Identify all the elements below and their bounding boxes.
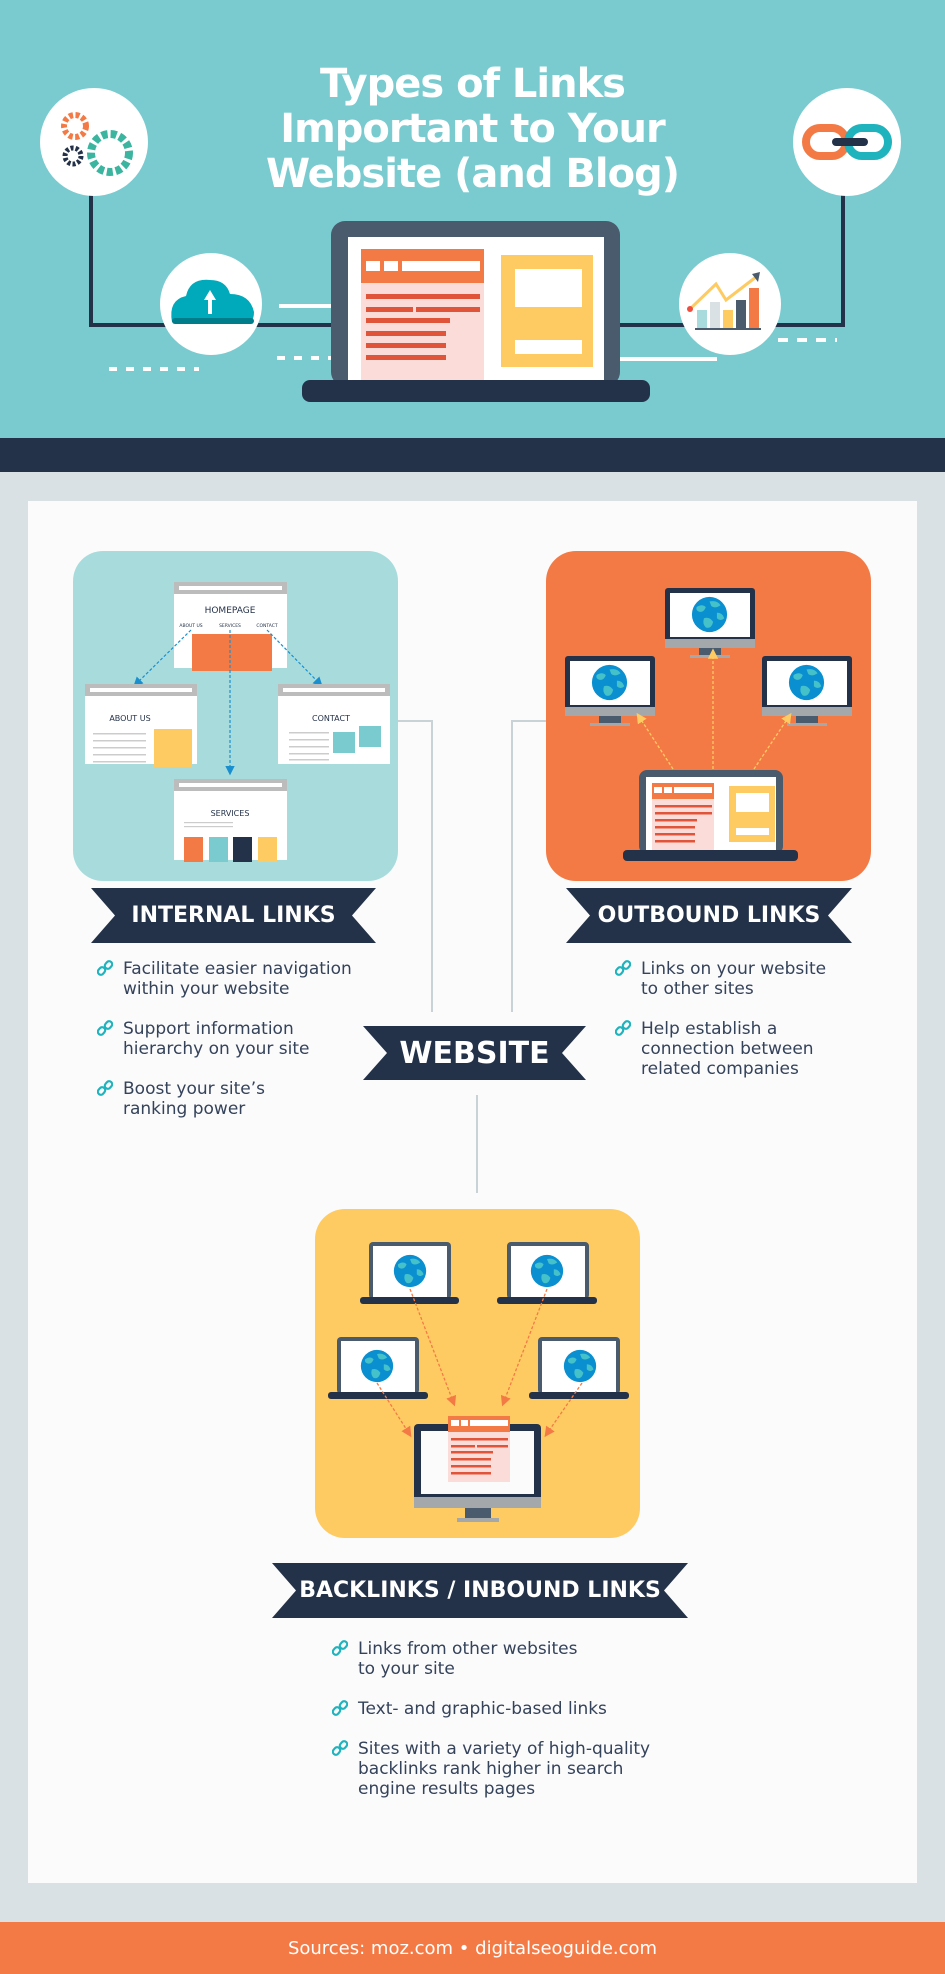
internal-links-banner: INTERNAL LINKS [91, 888, 376, 943]
sources-footer: Sources: moz.com • digitalseoguide.com [0, 1922, 945, 1974]
svg-text:CONTACT: CONTACT [256, 623, 278, 629]
bullet-item: Text- and graphic-based links [358, 1699, 698, 1719]
connector-line [511, 720, 513, 1012]
globe-icon [788, 664, 825, 701]
sources-text: Sources: moz.com • digitalseoguide.com [287, 1937, 658, 1959]
globe-icon [360, 1349, 394, 1383]
connector-line [398, 720, 433, 722]
bullet-item: Facilitate easier navigation within your… [123, 959, 383, 999]
bullet-item: Sites with a variety of high-quality bac… [358, 1739, 698, 1799]
laptop-icon [360, 1242, 459, 1304]
header-banner: Types of Links Important to Your Website… [0, 0, 945, 438]
backlinks-banner: BACKLINKS / INBOUND LINKS [272, 1563, 688, 1618]
website-banner: WEBSITE [363, 1026, 586, 1080]
link-icon [97, 1020, 113, 1036]
globe-icon [591, 664, 628, 701]
bullet-item: Links from other websites to your site [358, 1639, 698, 1679]
divider-band [0, 438, 945, 472]
laptop-icon [497, 1242, 597, 1304]
title-line-1: Types of Links [319, 61, 626, 107]
link-icon [97, 1080, 113, 1096]
chain-link-icon [793, 88, 901, 196]
connector-line [511, 720, 546, 722]
homepage-label: HOMEPAGE [205, 606, 256, 616]
growth-chart-icon [679, 253, 781, 355]
globe-icon [393, 1254, 427, 1288]
svg-text:ABOUT US: ABOUT US [179, 623, 202, 629]
monitor-icon [762, 656, 852, 726]
outbound-links-banner: OUTBOUND LINKS [566, 888, 852, 943]
about-us-window: ABOUT US [85, 684, 197, 767]
header-illustration [40, 88, 901, 402]
globe-icon [691, 596, 728, 633]
gears-icon [40, 88, 148, 196]
monitor-icon [414, 1416, 541, 1522]
contact-window: CONTACT [278, 684, 390, 764]
services-window: SERVICES [174, 779, 287, 862]
link-icon [97, 960, 113, 976]
page-title: Types of Links Important to Your Website… [0, 62, 945, 197]
svg-text:ABOUT US: ABOUT US [109, 714, 150, 723]
bullet-item: Support information hierarchy on your si… [123, 1019, 383, 1059]
title-line-2: Important to Your [280, 106, 666, 152]
bullet-item: Links on your website to other sites [641, 959, 881, 999]
svg-text:CONTACT: CONTACT [312, 714, 350, 723]
link-icon [332, 1740, 348, 1756]
internal-links-bullets: Facilitate easier navigation within your… [123, 959, 383, 1139]
title-line-3: Website (and Blog) [265, 151, 680, 197]
monitor-icon [565, 656, 655, 726]
outbound-links-illustration [546, 551, 871, 881]
bullet-item: Help establish a connection between rela… [641, 1019, 881, 1079]
svg-text:SERVICES: SERVICES [219, 623, 241, 629]
laptop-icon [623, 770, 798, 861]
globe-icon [563, 1349, 597, 1383]
cloud-upload-icon [160, 253, 262, 355]
monitor-icon [665, 588, 755, 658]
link-icon [332, 1700, 348, 1716]
homepage-window: HOMEPAGE ABOUT US SERVICES CONTACT [174, 582, 287, 671]
link-icon [615, 960, 631, 976]
connector-line [476, 1095, 478, 1193]
backlinks-illustration [315, 1209, 640, 1538]
svg-text:SERVICES: SERVICES [211, 809, 250, 818]
globe-icon [530, 1254, 564, 1288]
connector-line [431, 720, 433, 1012]
internal-links-illustration: HOMEPAGE ABOUT US SERVICES CONTACT ABOUT… [73, 551, 398, 881]
link-icon [615, 1020, 631, 1036]
backlinks-bullets: Links from other websites to your site T… [358, 1639, 698, 1819]
bullet-item: Boost your site’s ranking power [123, 1079, 383, 1119]
link-icon [332, 1640, 348, 1656]
laptop-illustration [302, 221, 650, 402]
laptop-icon [529, 1337, 629, 1399]
outbound-links-bullets: Links on your website to other sites Hel… [641, 959, 881, 1099]
laptop-icon [328, 1337, 428, 1399]
